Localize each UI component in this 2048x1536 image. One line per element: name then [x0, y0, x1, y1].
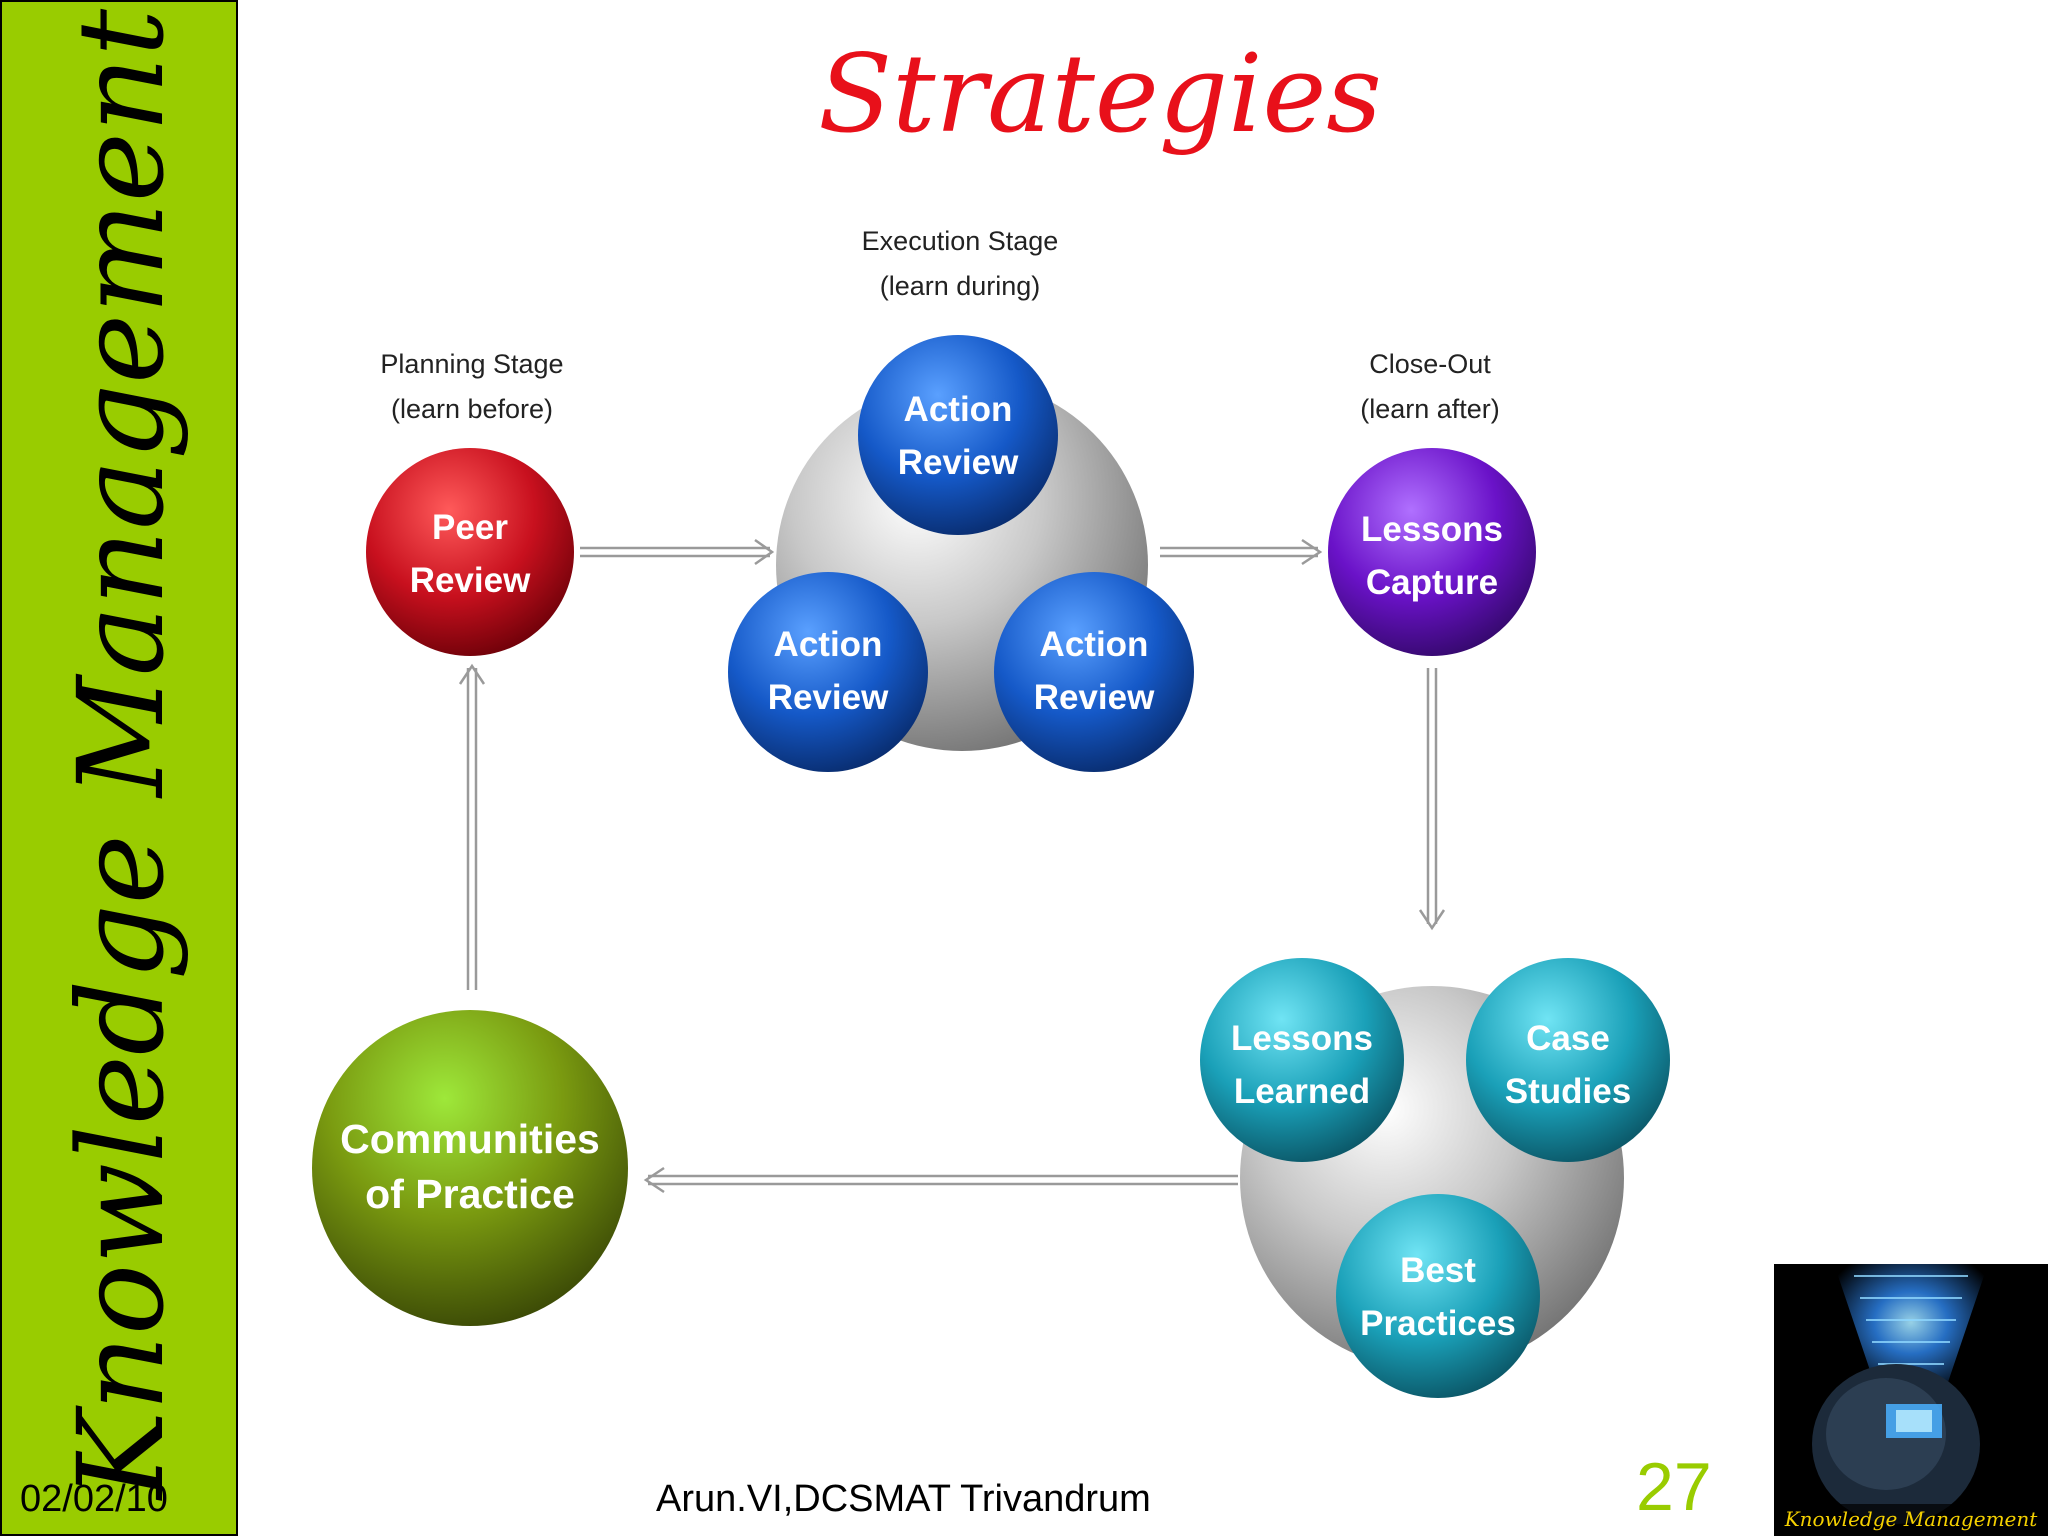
- footer-date: 02/02/10: [20, 1478, 168, 1520]
- svg-text:Practices: Practices: [1360, 1304, 1516, 1343]
- communities-of-practice-node: Communities of Practice: [312, 1010, 628, 1326]
- svg-text:Review: Review: [1034, 678, 1155, 717]
- action-review-node-top: Action Review: [858, 335, 1058, 535]
- peer-review-node: Peer Review: [366, 448, 574, 656]
- svg-text:Communities: Communities: [340, 1116, 600, 1162]
- svg-text:Studies: Studies: [1505, 1072, 1631, 1111]
- closeout-stage-label: Close-Out: [1369, 349, 1491, 379]
- svg-text:Action: Action: [774, 625, 883, 664]
- svg-text:Case: Case: [1526, 1019, 1610, 1058]
- footer-author: Arun.VI,DCSMAT Trivandrum: [656, 1478, 1151, 1520]
- connector-execution-to-lessons: [1160, 538, 1323, 566]
- slide-title: Strategies: [818, 32, 1382, 157]
- execution-stage-label: Execution Stage: [862, 226, 1059, 256]
- svg-text:Review: Review: [768, 678, 889, 717]
- logo-caption: Knowledge Management: [1784, 1507, 2039, 1531]
- svg-text:Best: Best: [1400, 1251, 1476, 1290]
- sidebar: Knowledge Management: [0, 0, 238, 1536]
- svg-text:Peer: Peer: [432, 508, 508, 547]
- lessons-learned-node: Lessons Learned: [1200, 958, 1404, 1162]
- planning-stage-label: Planning Stage: [380, 349, 563, 379]
- svg-text:Lessons: Lessons: [1231, 1019, 1373, 1058]
- svg-text:Action: Action: [904, 390, 1013, 429]
- planning-stage-sublabel: (learn before): [391, 394, 553, 424]
- connector-lessons-to-knowledge: [1418, 668, 1446, 931]
- closeout-stage-sublabel: (learn after): [1360, 394, 1500, 424]
- svg-text:Lessons: Lessons: [1361, 510, 1503, 549]
- action-review-node-left: Action Review: [728, 572, 928, 772]
- connector-peer-to-execution: [580, 538, 775, 566]
- case-studies-node: Case Studies: [1466, 958, 1670, 1162]
- best-practices-node: Best Practices: [1336, 1194, 1540, 1398]
- svg-text:Action: Action: [1040, 625, 1149, 664]
- head-circuit-icon: Knowledge Management: [1774, 1264, 2048, 1536]
- svg-text:Review: Review: [898, 443, 1019, 482]
- action-review-node-right: Action Review: [994, 572, 1194, 772]
- execution-stage-sublabel: (learn during): [880, 271, 1041, 301]
- svg-text:of Practice: of Practice: [365, 1171, 575, 1217]
- page-number: 27: [1636, 1449, 1712, 1525]
- svg-text:Review: Review: [410, 561, 531, 600]
- svg-text:Capture: Capture: [1366, 563, 1498, 602]
- connector-knowledge-to-communities: [643, 1166, 1238, 1194]
- svg-text:Learned: Learned: [1234, 1072, 1370, 1111]
- knowledge-management-logo: Knowledge Management: [1774, 1264, 2048, 1536]
- connector-communities-to-peer: [458, 663, 486, 990]
- lessons-capture-node: Lessons Capture: [1328, 448, 1536, 656]
